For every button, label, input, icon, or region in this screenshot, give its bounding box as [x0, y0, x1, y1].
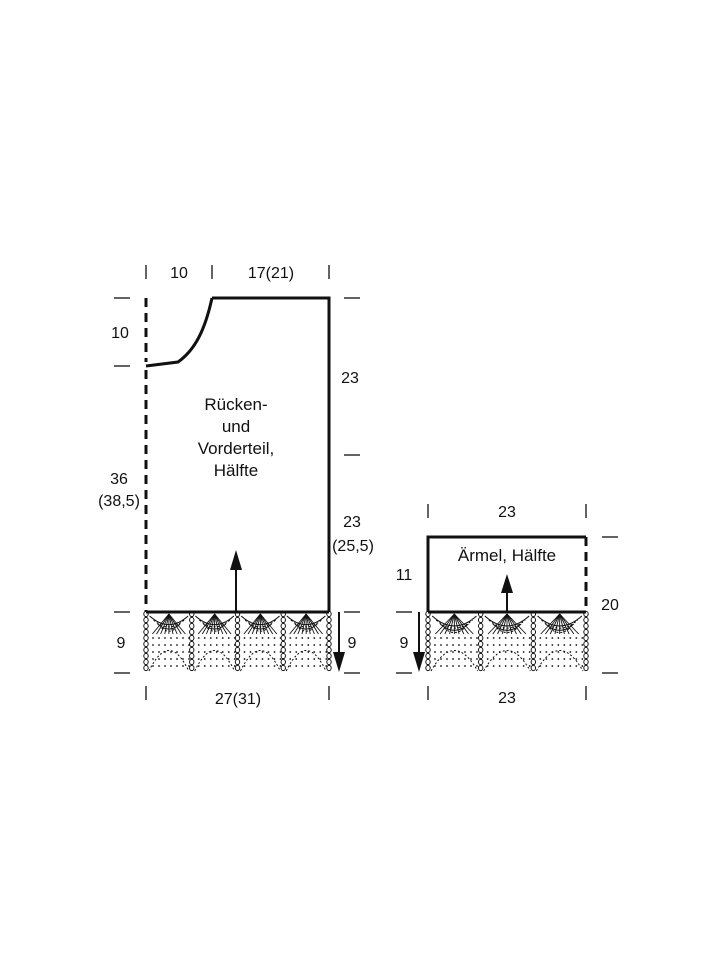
body-lace-motif	[280, 610, 328, 672]
body-piece-label-line-4: Hälfte	[214, 461, 258, 480]
body-dim-right-border: 9	[348, 635, 357, 652]
body-left-ticks	[114, 297, 130, 674]
sleeve-border-direction-down-arrow	[413, 612, 425, 672]
body-dim-right-upper: 23	[341, 370, 359, 387]
sleeve-lace-motif	[425, 610, 479, 672]
body-piece-label-line-2: und	[222, 417, 250, 436]
sleeve-outline	[426, 535, 586, 612]
body-lace-motif	[143, 610, 190, 672]
sleeve-dim-left-height: 11	[396, 567, 413, 584]
body-dim-top-neck: 10	[170, 265, 188, 282]
sleeve-lace-motif	[530, 610, 584, 672]
body-work-direction-up-arrow	[230, 550, 242, 612]
body-dim-left-length: 36	[110, 471, 128, 488]
sleeve-left-ticks	[396, 611, 412, 674]
body-dim-bottom-width: 27(31)	[215, 691, 261, 708]
body-dim-right-lower: 23	[343, 514, 361, 531]
sleeve-right-ticks	[602, 536, 618, 674]
sleeve-lace-edge-pillar	[583, 610, 589, 672]
body-border-direction-down-arrow	[333, 612, 345, 672]
body-lace-motif	[234, 610, 282, 672]
sleeve-dim-top-width: 23	[498, 504, 516, 521]
body-piece-label-line-1: Rücken-	[204, 395, 267, 414]
body-lace-motif	[189, 610, 236, 672]
body-dim-left-length-alt: (38,5)	[98, 493, 140, 510]
sleeve-lace-border	[425, 610, 589, 672]
sleeve-top-ticks	[427, 504, 587, 518]
sleeve-dim-right-height: 20	[601, 597, 619, 614]
sleeve-dim-bottom-width: 23	[498, 690, 516, 707]
body-right-ticks	[344, 297, 360, 674]
body-dim-right-lower-alt: (25,5)	[332, 538, 374, 555]
body-bottom-ticks	[145, 686, 330, 700]
body-piece: 10 17(21) 10 36 (38,5) 9 23 23 (25,5) 9 …	[98, 265, 374, 708]
body-top-ticks	[145, 265, 330, 279]
sleeve-bottom-ticks	[427, 686, 587, 700]
body-dim-top-shoulder: 17(21)	[248, 265, 294, 282]
body-outline-right	[212, 296, 331, 612]
sleeve-work-direction-up-arrow	[501, 574, 513, 612]
body-dim-left-border: 9	[117, 635, 126, 652]
body-piece-label-line-3: Vorderteil,	[198, 439, 275, 458]
body-lace-border	[143, 610, 332, 672]
body-lace-edge-pillar	[326, 610, 332, 672]
sleeve-lace-motif	[477, 610, 531, 672]
sleeve-piece-label: Ärmel, Hälfte	[458, 546, 556, 565]
body-dim-left-neck-depth: 10	[111, 325, 129, 342]
sleeve-piece: 23 11 9 20 23 Ärmel, Hälfte	[396, 504, 619, 707]
sleeve-dim-left-border: 9	[400, 635, 409, 652]
body-neckline-curve	[145, 297, 214, 368]
